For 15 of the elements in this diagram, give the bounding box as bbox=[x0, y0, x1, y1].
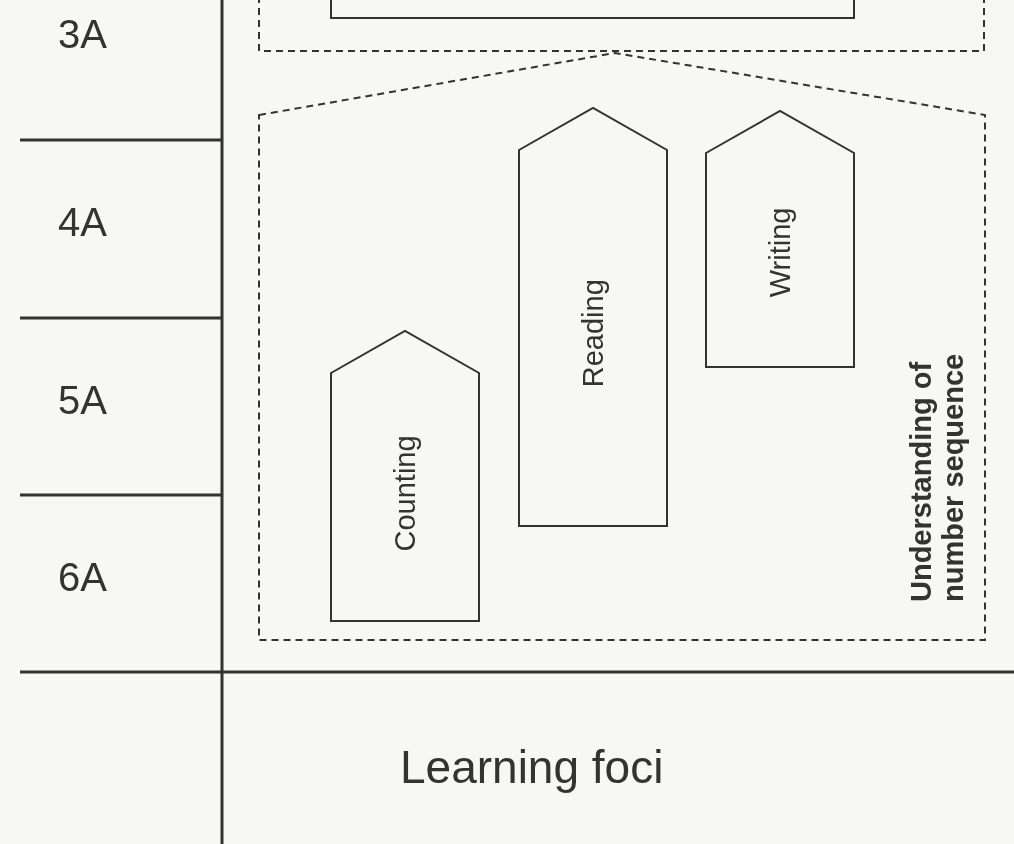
pentagon-box bbox=[705, 110, 855, 368]
dashed-group-frame bbox=[258, 52, 987, 642]
activity-label: Reading bbox=[576, 279, 610, 388]
grade-label: 4A bbox=[58, 200, 107, 245]
grade-label: 6A bbox=[58, 555, 107, 600]
grade-label: 5A bbox=[58, 378, 107, 423]
pentagon-box bbox=[330, 330, 480, 622]
group-title: Understanding of number sequence bbox=[905, 352, 969, 602]
pentagon-box bbox=[518, 107, 668, 527]
row-label: Learning foci bbox=[400, 740, 664, 794]
partial-box bbox=[330, 0, 855, 20]
grade-label: 3A bbox=[58, 12, 107, 57]
dashed-group-frame bbox=[258, 0, 985, 52]
activity-label: Writing bbox=[763, 207, 797, 298]
activity-label: Counting bbox=[388, 435, 422, 552]
